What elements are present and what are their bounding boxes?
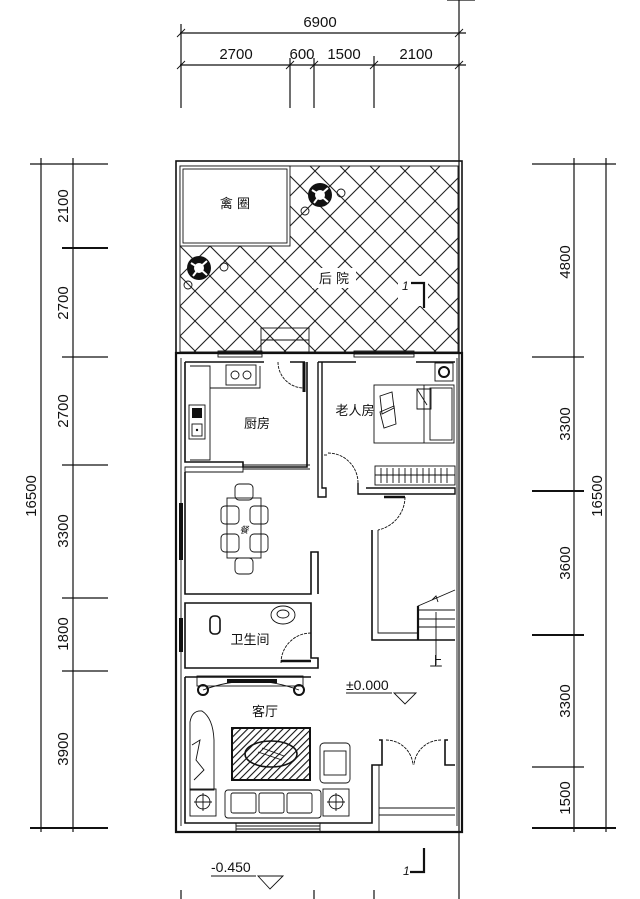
toilet-icon: [209, 615, 221, 635]
dining-label: 餐: [239, 525, 249, 536]
section-mark-bottom-label: 1: [403, 864, 410, 878]
right-dimension-3: 3600: [557, 546, 574, 579]
top-dimension-chain: 6900 2700 600 1500 2100: [176, 0, 475, 899]
tv-cabinet-icon: [196, 675, 304, 687]
side-armchair-icon: [319, 742, 351, 784]
left-total-dimension: 16500: [23, 475, 40, 517]
right-dimension-4: 3300: [557, 684, 574, 717]
poultry-pen-label: 禽 圈: [220, 196, 250, 212]
outdoor-level: -0.450: [180, 859, 375, 899]
living-room: 客厅 ±0.000: [189, 675, 418, 819]
top-total-dimension: 6900: [303, 14, 336, 31]
living-room-label: 客厅: [252, 704, 278, 720]
left-dimension-4: 3300: [55, 514, 72, 547]
left-dimension-3: 2700: [55, 394, 72, 427]
top-dimension-1: 2700: [219, 46, 252, 63]
bathroom: 卫生间: [209, 605, 296, 648]
kitchen-label: 厨房: [244, 416, 270, 432]
stair-up-label: 上: [429, 655, 442, 670]
top-dimension-2: 600: [289, 46, 314, 63]
armchair-icon: [189, 710, 215, 791]
right-dimension-2: 3300: [557, 407, 574, 440]
staircase: 上: [416, 589, 456, 670]
right-total-dimension: 16500: [589, 475, 606, 517]
right-dimension-chain: 4800 3300 3600 3300 1500 16500: [532, 158, 616, 832]
bathroom-label: 卫生间: [230, 633, 269, 648]
left-dimension-2: 2700: [55, 286, 72, 319]
bed-icon: [373, 384, 455, 444]
house-walls: [174, 350, 464, 834]
washbasin-icon: [270, 605, 296, 625]
floor-level-label: ±0.000: [346, 677, 389, 693]
left-dimension-6: 3900: [55, 732, 72, 765]
wardrobe-icon: [374, 465, 456, 486]
plant-icon: [183, 256, 229, 290]
outdoor-level-label: -0.450: [211, 859, 251, 875]
plant-icon: [300, 183, 346, 216]
left-dimension-5: 1800: [55, 617, 72, 650]
right-dimension-1: 4800: [557, 245, 574, 278]
floor-lamp-icon: [189, 788, 217, 817]
rug-icon: [231, 727, 311, 781]
left-dimension-chain: 2100 2700 2700 3300 1800 3900 16500: [23, 158, 108, 832]
kitchen: 厨房: [188, 364, 270, 461]
dining-room: 餐: [220, 483, 269, 575]
left-dimension-1: 2100: [55, 189, 72, 222]
section-mark-bottom: 1: [403, 848, 426, 878]
lamp-icon: [434, 362, 454, 382]
top-dimension-3: 1500: [327, 46, 360, 63]
sink-icon: [188, 404, 206, 440]
elder-room: 老人房: [335, 362, 456, 486]
poultry-pen: [179, 165, 291, 247]
elder-room-label: 老人房: [335, 403, 374, 419]
section-mark-top: 1: [402, 279, 409, 293]
sofa-icon: [224, 789, 322, 819]
right-dimension-5: 1500: [557, 781, 574, 814]
stove-icon: [225, 364, 257, 386]
backyard: 禽 圈 后 院 1: [175, 160, 463, 354]
backyard-label: 后 院: [319, 272, 349, 287]
top-dimension-4: 2100: [399, 46, 432, 63]
floor-lamp-icon: [322, 788, 350, 817]
